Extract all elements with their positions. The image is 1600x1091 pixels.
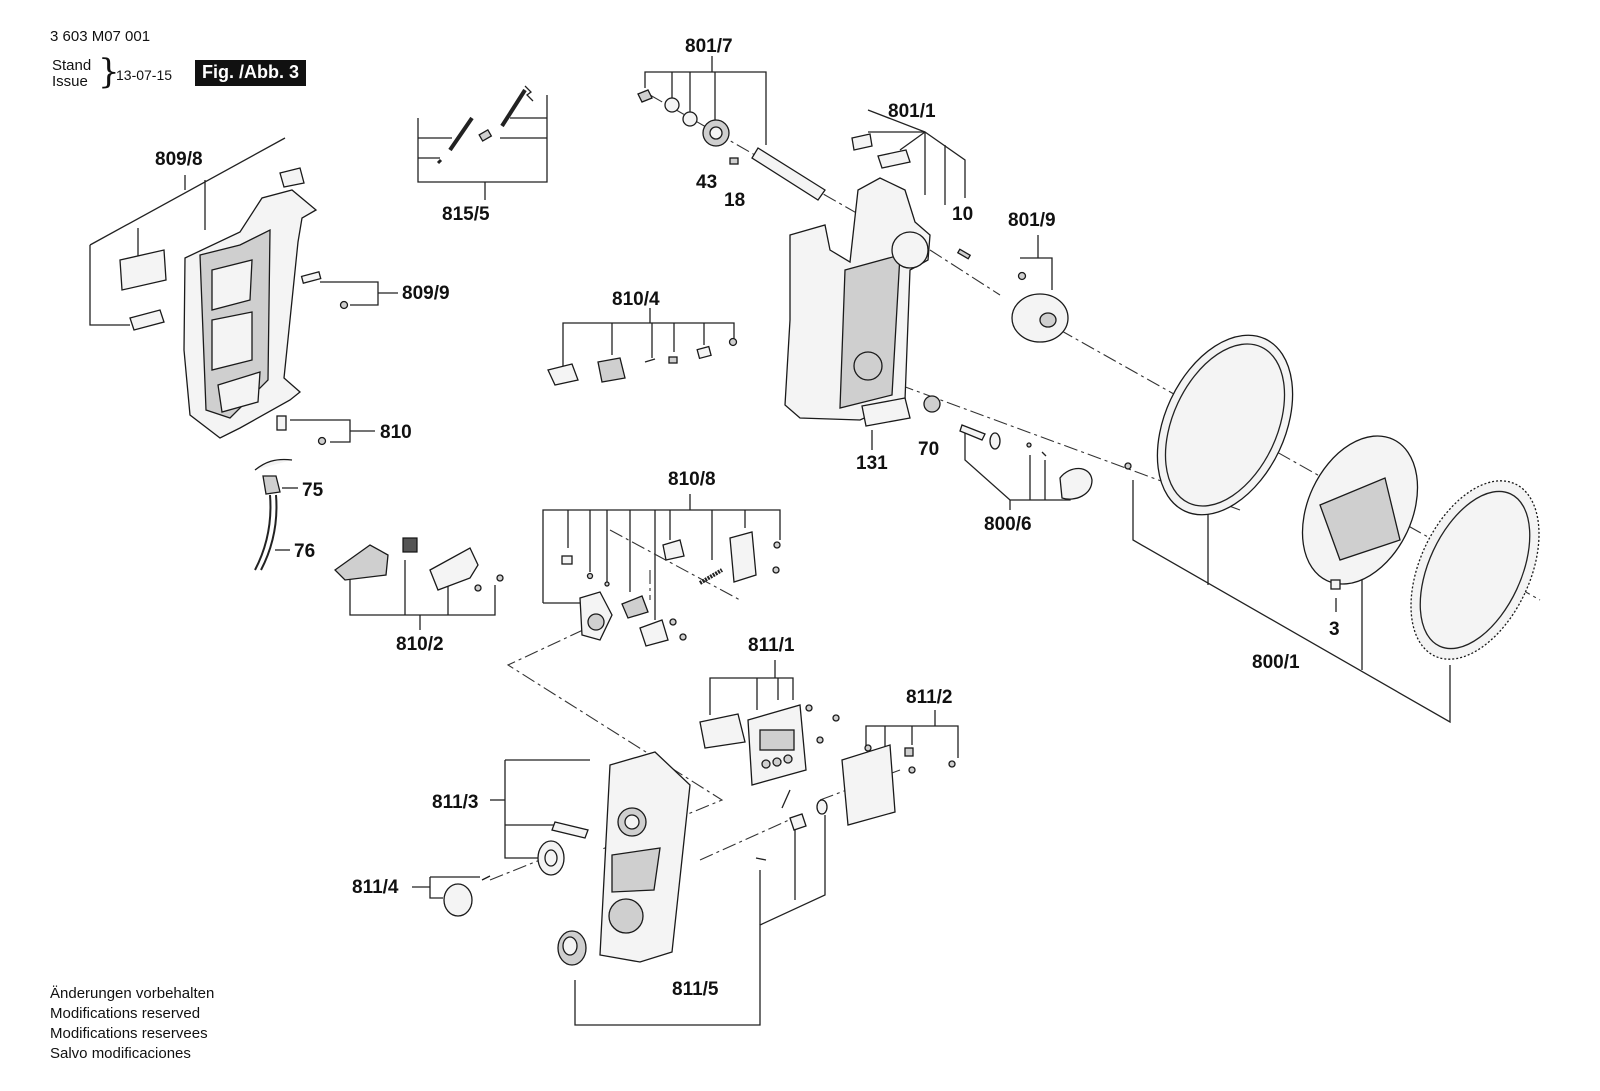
display-module [699,704,840,809]
callout-10: 10 [952,204,973,225]
stand-issue-label: Stand Issue [52,58,91,90]
callout-801-9: 801/9 [1008,210,1056,231]
callout-43: 43 [696,172,717,193]
callout-811-3: 811/3 [432,792,479,813]
footer-line-es: Salvo modificaciones [50,1045,191,1062]
pressure-knob [443,875,491,917]
power-cable [254,458,293,571]
brush-set [436,85,534,165]
front-panel [537,751,691,963]
callout-800-6: 800/6 [984,514,1032,535]
callout-810: 810 [380,422,412,443]
footer-notes: Änderungen vorbehalten Modifications res… [50,984,214,1064]
fitting-800-6 [923,395,1093,500]
footer-line-fr: Modifications reservees [50,1025,208,1042]
callout-3: 3 [1329,619,1340,640]
bearing-cap [1011,271,1069,343]
figure-label: Fig. /Abb. 3 [195,60,306,86]
brace-glyph: } [98,52,120,92]
callout-811-5: 811/5 [672,979,719,1000]
callout-131: 131 [856,453,888,474]
stand-label: Stand [52,57,92,74]
callout-801-1: 801/1 [888,101,936,122]
knob-811-5 [557,799,828,966]
callout-801-7: 801/7 [685,36,733,57]
shaft-assembly [637,89,826,201]
issue-date: 13-07-15 [116,67,173,83]
pump-cover-rings [1124,334,1540,660]
housing-shell-left [119,167,349,446]
callout-70: 70 [918,439,939,460]
footer-line-en: Modifications reserved [50,1005,201,1022]
callout-810-2: 810/2 [396,634,444,655]
callout-labels: 809/8 809/9 810 75 76 815/5 810/4 810/2 … [155,36,1340,1000]
callout-810-4: 810/4 [612,289,660,310]
callout-76: 76 [294,541,315,562]
connector-810-2 [333,537,504,592]
document-number: 3 603 M07 001 [50,28,151,45]
callout-800-1: 800/1 [1252,652,1300,673]
control-board [841,744,956,826]
callout-810-8: 810/8 [668,469,716,490]
callout-75: 75 [302,480,324,501]
callout-811-1: 811/1 [748,635,795,656]
callout-811-4: 811/4 [352,877,399,898]
switch-parts [547,337,738,386]
footer-line-de: Änderungen vorbehalten [50,985,215,1002]
valve-parts-810-8 [561,531,781,647]
leader-lines [89,56,1451,1026]
callout-18: 18 [724,190,745,211]
motor-housing [784,133,972,427]
issue-label: Issue [52,73,88,90]
callout-811-2: 811/2 [906,687,953,708]
callout-815-5: 815/5 [442,204,490,225]
callout-809-9: 809/9 [402,283,450,304]
callout-809-8: 809/8 [155,149,203,170]
